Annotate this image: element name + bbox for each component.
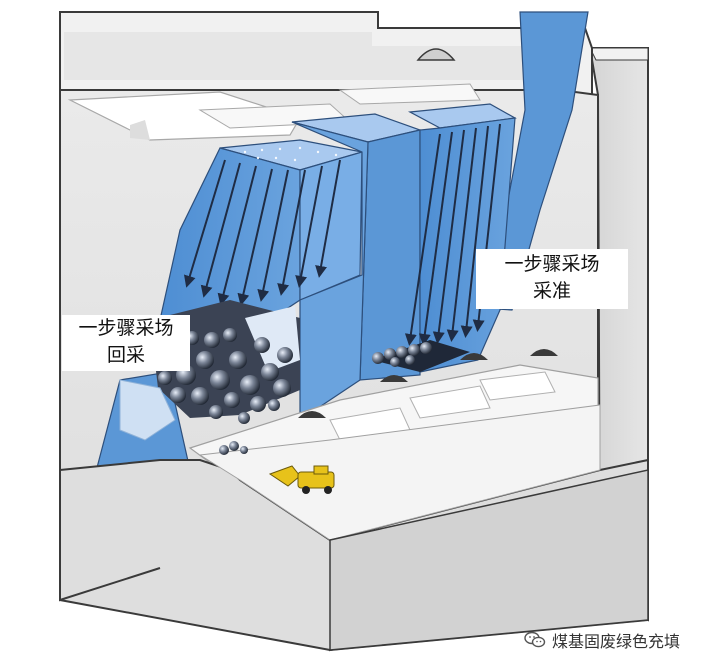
label-right-line1: 一步骤采场: [504, 253, 600, 275]
back-wall: [59, 11, 593, 101]
ore-pile-right: [372, 342, 432, 367]
label-retreat-stope: 一步骤采场 回采: [62, 315, 190, 371]
loader-vehicle: [268, 465, 335, 494]
ore-pile: [119, 300, 300, 441]
drill-holes-left: [183, 159, 341, 306]
left-stope: [159, 139, 363, 346]
label-left-line2: 回采: [106, 344, 145, 366]
bottom-slab: [59, 404, 649, 652]
label-right-line2: 采准: [532, 280, 571, 302]
label-development-stope: 一步骤采场 采准: [476, 249, 628, 309]
block-outline: [59, 12, 161, 602]
muck-pile: [219, 441, 248, 455]
drill-holes-right: [404, 123, 501, 346]
label-left-line1: 一步骤采场: [78, 317, 174, 339]
watermark-text: 煤基固废绿色充填: [552, 632, 681, 651]
watermark: 煤基固废绿色充填: [524, 628, 680, 652]
stope-strip-right: [479, 11, 589, 311]
wechat-icon: [524, 631, 546, 648]
